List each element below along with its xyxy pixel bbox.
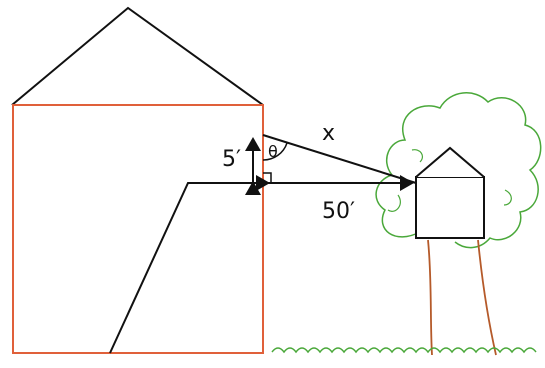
- interior-ramp: [109, 182, 263, 354]
- treehouse-body: [415, 176, 485, 239]
- tree-foliage-detail: [387, 149, 512, 212]
- grass: [271, 347, 537, 354]
- hypotenuse-line: [262, 134, 417, 184]
- height-label: 5′: [222, 147, 241, 172]
- house-roof: [11, 6, 264, 106]
- right-angle-marker: [263, 172, 272, 183]
- house-wall: [12, 104, 264, 354]
- hypotenuse-label: x: [322, 121, 335, 146]
- angle-arc: [262, 142, 288, 161]
- angle-label: θ: [268, 142, 278, 161]
- treehouse-roof: [415, 146, 485, 178]
- distance-label: 50′: [322, 199, 355, 224]
- tree-trunk: [427, 239, 497, 356]
